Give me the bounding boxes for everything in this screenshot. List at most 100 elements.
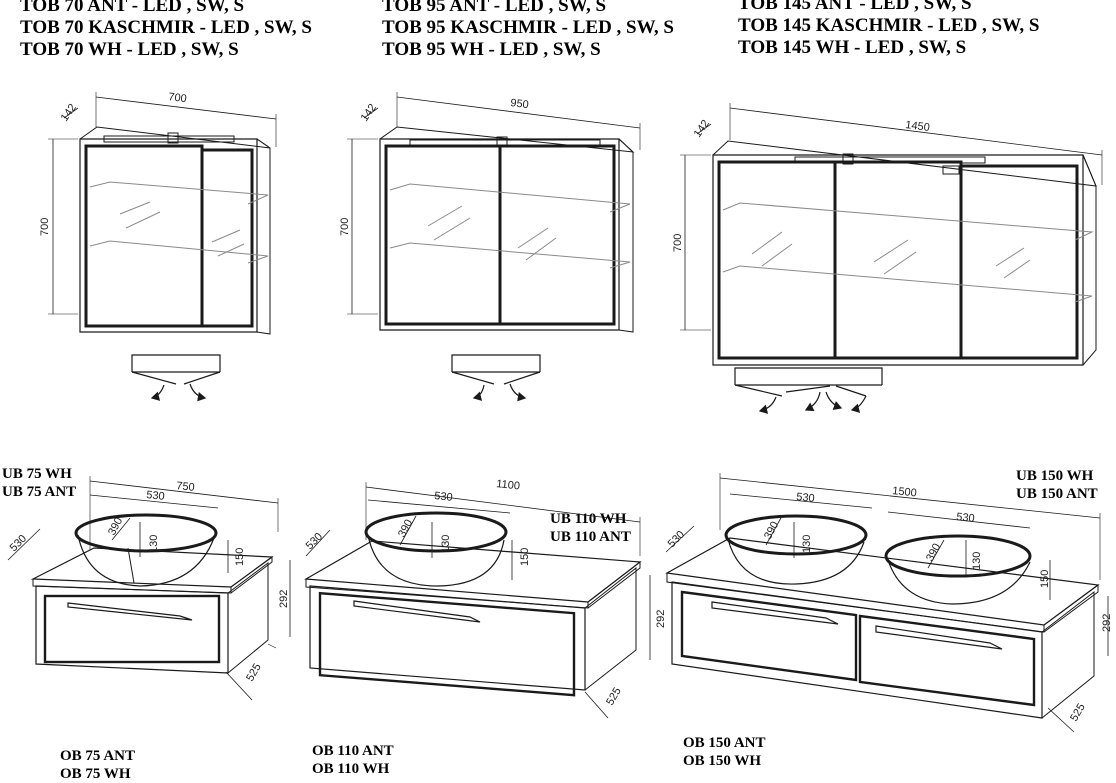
dim-basin-width-2: 530 <box>956 511 976 525</box>
dim-width: 1450 <box>905 119 931 134</box>
cabinet-tob145 <box>680 103 1103 366</box>
basin <box>724 514 868 556</box>
vanity-label-line: OB 75 ANT <box>60 748 136 764</box>
dim-basin-depth: 530 <box>8 533 29 554</box>
vanity-label-ob110: OB 110 ANT OB 110 WH <box>312 742 394 778</box>
vanity-label-ob150: OB 150 ANT OB 150 WH <box>683 734 766 770</box>
cabinet-front <box>79 138 258 333</box>
led-light <box>409 139 601 147</box>
door-middle <box>833 160 963 360</box>
dim-basin-width: 530 <box>796 491 816 505</box>
vanity-label-ob75: OB 75 ANT OB 75 WH <box>60 747 135 783</box>
cabinet-title-line: TOB 145 KASCHMIR - LED , SW, S <box>738 15 1040 36</box>
drawer-handle <box>711 601 839 625</box>
vanity-label-line: OB 150 WH <box>683 753 762 769</box>
cabinet-title-tob95: TOB 95 ANT - LED , SW, S TOB 95 KASCHMIR… <box>382 0 674 61</box>
dim-basin-width: 530 <box>434 490 454 504</box>
drawer-handle <box>353 600 481 623</box>
vanity-ob75 <box>7 476 291 701</box>
dim-width: 700 <box>168 91 188 105</box>
cabinet-title-tob70: TOB 70 ANT - LED , SW, S TOB 70 KASCHMIR… <box>20 0 312 61</box>
drawer <box>318 591 576 697</box>
dim-basin-diag: 390 <box>396 518 415 540</box>
dim-basin-height: 130 <box>801 535 813 553</box>
basin-label-ub150: UB 150 WH UB 150 ANT <box>1016 467 1098 503</box>
dim-width: 1500 <box>892 485 918 499</box>
dim-depth: 142 <box>59 102 79 124</box>
dim-depth: 142 <box>692 118 712 140</box>
basin <box>364 511 508 553</box>
dim-width: 750 <box>176 480 196 494</box>
dim-height: 700 <box>39 218 51 236</box>
basin-label-line: UB 150 WH <box>1016 468 1094 484</box>
cabinet-title-line: TOB 70 KASCHMIR - LED , SW, S <box>20 17 312 38</box>
dim-basin-depth: 530 <box>304 531 325 552</box>
dim-basin-height: 130 <box>440 535 452 553</box>
dim-basin-width: 530 <box>146 489 166 503</box>
dim-unit-height: 292 <box>278 590 290 608</box>
basin <box>74 513 218 553</box>
dim-unit-depth: 525 <box>604 686 624 708</box>
drawer-handle <box>67 602 193 621</box>
led-light <box>794 156 986 164</box>
drawer-left <box>680 590 858 682</box>
cabinet-title-line: TOB 95 KASCHMIR - LED , SW, S <box>382 17 674 38</box>
top-view-tob70 <box>131 354 221 402</box>
vanity-ob110 <box>304 482 651 719</box>
drawer-handle <box>875 625 1003 650</box>
vanity-label-line: OB 110 ANT <box>312 743 394 759</box>
basin-label-line: UB 150 ANT <box>1016 486 1098 502</box>
door-left <box>84 144 204 328</box>
vanity-ob150 <box>665 473 1109 733</box>
vanity-front <box>309 585 586 691</box>
dim-width: 1100 <box>496 478 521 492</box>
cabinet-title-line: TOB 70 WH - LED , SW, S <box>20 39 239 60</box>
dim-basin-depth: 530 <box>666 529 687 550</box>
vanity-front <box>35 585 229 674</box>
cabinet-title-line: TOB 145 WH - LED , SW, S <box>738 37 967 58</box>
dim-unit-height: 292 <box>1101 614 1113 632</box>
dim-width: 950 <box>510 97 530 111</box>
cabinet-tob70 <box>48 92 277 335</box>
drawer-right <box>858 614 1036 707</box>
basin-2 <box>884 534 1032 578</box>
dim-bowl-height: 150 <box>234 548 246 566</box>
vanity-label-line: OB 150 ANT <box>683 735 766 751</box>
led-light <box>103 135 235 143</box>
dim-basin-height: 130 <box>148 535 160 553</box>
top-view-tob95 <box>451 354 541 402</box>
cabinet-title-tob145: TOB 145 ANT - LED , SW, S TOB 145 KASCHM… <box>738 0 1039 59</box>
basin-label-line: UB 75 WH <box>2 466 72 482</box>
drawer <box>43 594 221 664</box>
dim-unit-height: 292 <box>655 610 667 628</box>
dim-height: 700 <box>672 234 684 252</box>
cabinet-front <box>712 154 1084 366</box>
basin-label-ub110: UB 110 WH UB 110 ANT <box>550 510 631 546</box>
basin-label-ub75: UB 75 WH UB 75 ANT <box>2 465 76 501</box>
cabinet-title-line: TOB 70 ANT - LED , SW, S <box>20 0 245 16</box>
dim-unit-depth: 525 <box>1068 702 1088 724</box>
top-view-tob145 <box>734 367 883 414</box>
door-right <box>959 164 1079 360</box>
vanity-label-line: OB 75 WH <box>60 766 131 782</box>
dim-height: 700 <box>339 218 351 236</box>
cabinet-title-line: TOB 145 ANT - LED , SW, S <box>738 0 972 14</box>
cabinet-title-line: TOB 95 WH - LED , SW, S <box>382 39 601 60</box>
basin-label-line: UB 110 WH <box>550 511 627 527</box>
door-left <box>717 160 837 360</box>
door-right <box>200 148 254 328</box>
basin-label-line: UB 110 ANT <box>550 529 631 545</box>
dim-basin-diag-2: 390 <box>924 542 943 564</box>
dim-basin-height-2: 130 <box>971 552 983 570</box>
vanity-label-line: OB 110 WH <box>312 761 390 777</box>
cabinet-title-line: TOB 95 ANT - LED , SW, S <box>382 0 607 16</box>
door-right <box>498 144 616 326</box>
dim-bowl-height: 150 <box>1039 570 1051 588</box>
vanity-top <box>304 540 642 603</box>
cabinet-tob95 <box>347 92 641 333</box>
dim-unit-depth: 525 <box>244 662 264 684</box>
dim-depth: 142 <box>359 102 379 124</box>
basin-label-line: UB 75 ANT <box>2 484 77 500</box>
dim-bowl-height: 150 <box>519 548 531 566</box>
